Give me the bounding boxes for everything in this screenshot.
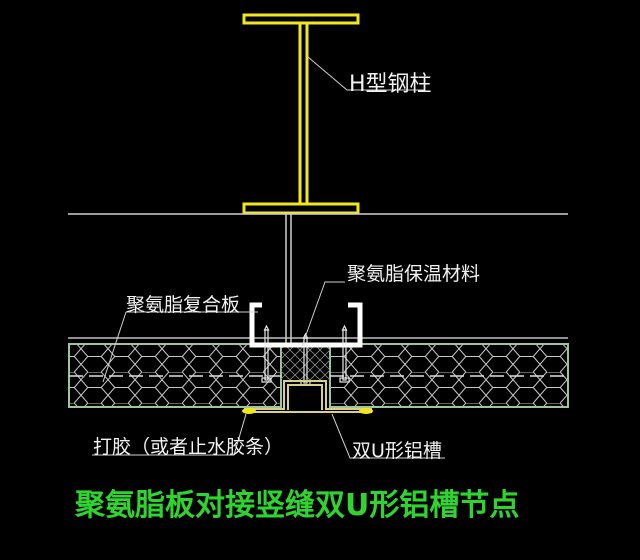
right-panel bbox=[329, 343, 569, 408]
label-sealant: 打胶（或者止水胶条） bbox=[93, 436, 284, 458]
h-steel-column bbox=[242, 13, 360, 215]
diagram-title: 聚氨脂板对接竖缝双U形铝槽节点 bbox=[75, 488, 520, 523]
left-panel bbox=[68, 343, 282, 408]
label-aluminum-channel: 双U形铝槽 bbox=[352, 440, 442, 462]
leader-lines bbox=[92, 56, 445, 459]
sealant-pad-right bbox=[359, 408, 373, 414]
label-steel-column: H型钢柱 bbox=[349, 72, 432, 97]
sealant-pad-left bbox=[242, 408, 256, 414]
insulation-fill bbox=[281, 346, 330, 380]
label-insulation: 聚氨脂保温材料 bbox=[347, 263, 481, 285]
bracket-flashing bbox=[249, 302, 363, 348]
label-composite-panel: 聚氨脂复合板 bbox=[126, 294, 241, 316]
